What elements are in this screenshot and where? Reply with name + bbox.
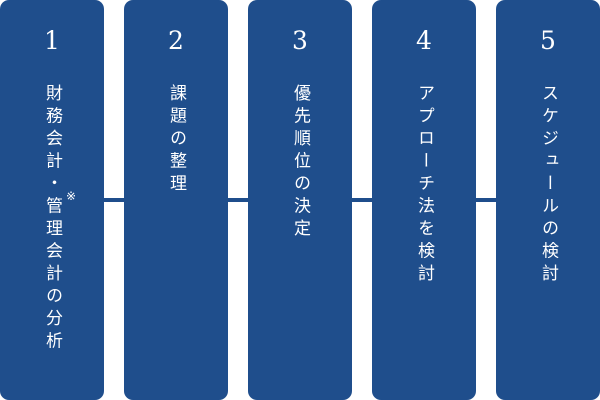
footnote-mark: ※ — [66, 189, 77, 203]
step-card-2: 2 課題の整理 — [124, 0, 228, 400]
step-number: 5 — [540, 26, 556, 55]
step-number: 3 — [292, 26, 308, 55]
step-number: 2 — [168, 26, 184, 55]
step-card-5: 5 スケジュールの検討 — [496, 0, 600, 400]
step-number: 1 — [44, 26, 60, 55]
step-label: 課題の整理 — [166, 84, 186, 197]
step-card-3: 3 優先順位の決定 — [248, 0, 352, 400]
step-label: 優先順位の決定 — [290, 84, 310, 242]
step-card-4: 4 アプローチ法を検討 — [372, 0, 476, 400]
step-number: 4 — [416, 26, 432, 55]
step-card-1: 1 財務会計・管理会計の分析 ※ — [0, 0, 104, 400]
step-label: 財務会計・管理会計の分析 — [42, 84, 62, 354]
step-label: アプローチ法を検討 — [414, 84, 434, 287]
step-label: スケジュールの検討 — [538, 84, 558, 287]
